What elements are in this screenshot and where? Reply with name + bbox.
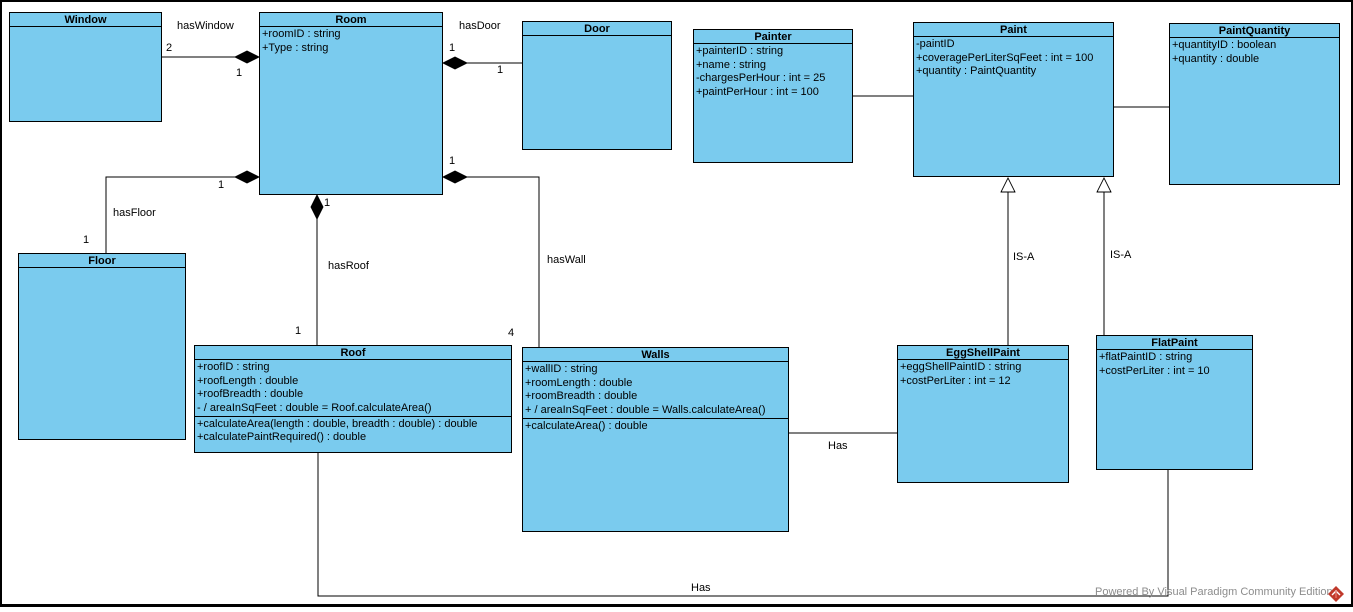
class-painter[interactable]: Painter +painterID : string +name : stri…	[693, 29, 853, 163]
class-attribute: +painterID : string	[696, 45, 784, 57]
class-eggshellpaint[interactable]: EggShellPaint +eggShellPaintID : string …	[897, 345, 1069, 483]
watermark-text: Powered By Visual Paradigm Community Edi…	[1095, 586, 1333, 598]
class-title: EggShellPaint	[898, 346, 1068, 360]
class-title: Window	[10, 13, 161, 27]
class-attribute: +quantityID : boolean	[1172, 39, 1277, 51]
multiplicity-room-roof: 1	[324, 197, 331, 209]
visual-paradigm-logo-icon	[1328, 586, 1344, 602]
multiplicity-roof: 1	[295, 325, 302, 337]
class-door[interactable]: Door	[522, 21, 672, 150]
class-paintquantity[interactable]: PaintQuantity +quantityID : boolean +qua…	[1169, 23, 1340, 185]
class-operation: +calculateArea(length : double, breadth …	[197, 417, 478, 430]
multiplicity-floor: 1	[83, 234, 90, 246]
class-attribute: - / areaInSqFeet : double = Roof.calcula…	[197, 402, 432, 415]
association-label-haswall: hasWall	[547, 254, 586, 266]
class-attribute: +paintPerHour : int = 100	[696, 86, 819, 99]
class-floor[interactable]: Floor	[18, 253, 186, 440]
class-title: Door	[523, 22, 671, 36]
class-paint[interactable]: Paint -paintID +coveragePerLiterSqFeet :…	[913, 22, 1114, 177]
class-attribute: + / areaInSqFeet : double = Walls.calcul…	[525, 404, 766, 417]
association-hasWindow[interactable]	[162, 50, 261, 64]
class-attribute: +roofLength : double	[197, 374, 299, 387]
class-title: Floor	[19, 254, 185, 268]
attributes-section: +flatPaintID : string +costPerLiter : in…	[1097, 350, 1252, 378]
attributes-section: +quantityID : boolean +quantity : double	[1170, 38, 1339, 66]
association-hasWall[interactable]	[441, 170, 540, 347]
generalization-label-isa-flat: IS-A	[1110, 249, 1132, 261]
multiplicity-room-wall: 1	[449, 155, 456, 167]
class-room[interactable]: Room +roomID : string +Type : string	[259, 12, 443, 195]
class-walls[interactable]: Walls +wallID : string +roomLength : dou…	[522, 347, 789, 532]
generalization-label-isa-eggshell: IS-A	[1013, 251, 1035, 263]
class-operation: +calculateArea() : double	[525, 419, 648, 432]
class-flatpaint[interactable]: FlatPaint +flatPaintID : string +costPer…	[1096, 335, 1253, 470]
class-attribute: +eggShellPaintID : string	[900, 361, 1022, 373]
generalization-flatpaint-paint[interactable]	[1096, 176, 1112, 335]
class-title: FlatPaint	[1097, 336, 1252, 350]
operations-section: +calculateArea() : double	[523, 417, 788, 434]
class-operation: +calculatePaintRequired() : double	[197, 431, 367, 444]
attributes-section: +painterID : string +name : string -char…	[694, 44, 852, 100]
class-attribute: +quantity : double	[1172, 52, 1260, 65]
class-title: Roof	[195, 346, 511, 360]
association-label-hasfloor: hasFloor	[113, 207, 156, 219]
generalization-eggshellpaint-paint[interactable]	[1000, 176, 1016, 345]
multiplicity-room-door: 1	[449, 42, 456, 54]
attributes-section: +eggShellPaintID : string +costPerLiter …	[898, 360, 1068, 388]
class-attribute: -chargesPerHour : int = 25	[696, 72, 826, 85]
class-title: Room	[260, 13, 442, 27]
multiplicity-window: 2	[166, 42, 173, 54]
association-roof-flatpaint[interactable]	[317, 453, 1169, 597]
association-label-hasdoor: hasDoor	[459, 20, 501, 32]
class-attribute: +costPerLiter : int = 12	[900, 374, 1011, 387]
class-title: PaintQuantity	[1170, 24, 1339, 38]
class-attribute: +Type : string	[262, 41, 329, 54]
class-roof[interactable]: Roof +roofID : string +roofLength : doub…	[194, 345, 512, 453]
class-title: Painter	[694, 30, 852, 44]
association-label-haswindow: hasWindow	[177, 20, 234, 32]
class-attribute: +roofBreadth : double	[197, 388, 304, 401]
association-hasRoof[interactable]	[310, 193, 324, 345]
multiplicity-room-floor: 1	[218, 179, 225, 191]
class-attribute: +flatPaintID : string	[1099, 351, 1193, 363]
class-attribute: +name : string	[696, 58, 767, 71]
class-attribute: +roofID : string	[197, 361, 270, 373]
association-hasFloor[interactable]	[105, 170, 261, 253]
attributes-section: +roofID : string +roofLength : double +r…	[195, 360, 511, 416]
class-attribute: +roomBreadth : double	[525, 390, 638, 403]
class-attribute: +wallID : string	[525, 363, 598, 375]
multiplicity-walls: 4	[508, 327, 515, 339]
class-attribute: +roomLength : double	[525, 376, 633, 389]
class-attribute: +coveragePerLiterSqFeet : int = 100	[916, 51, 1094, 64]
class-attribute: -paintID	[916, 38, 955, 50]
attributes-section: +wallID : string +roomLength : double +r…	[523, 362, 788, 418]
class-attribute: +quantity : PaintQuantity	[916, 65, 1037, 78]
association-label-has-flatpaint: Has	[691, 582, 711, 594]
class-attribute: +roomID : string	[262, 28, 341, 40]
class-title: Walls	[523, 348, 788, 362]
association-label-hasroof: hasRoof	[328, 260, 369, 272]
association-label-has-eggshell: Has	[828, 440, 848, 452]
class-window[interactable]: Window	[9, 12, 162, 122]
class-attribute: +costPerLiter : int = 10	[1099, 364, 1210, 377]
multiplicity-room-window: 1	[236, 67, 243, 79]
class-title: Paint	[914, 23, 1113, 37]
operations-section: +calculateArea(length : double, breadth …	[195, 415, 511, 445]
association-hasDoor[interactable]	[441, 56, 522, 70]
attributes-section: -paintID +coveragePerLiterSqFeet : int =…	[914, 37, 1113, 79]
attributes-section: +roomID : string +Type : string	[260, 27, 442, 55]
multiplicity-door: 1	[497, 64, 504, 76]
